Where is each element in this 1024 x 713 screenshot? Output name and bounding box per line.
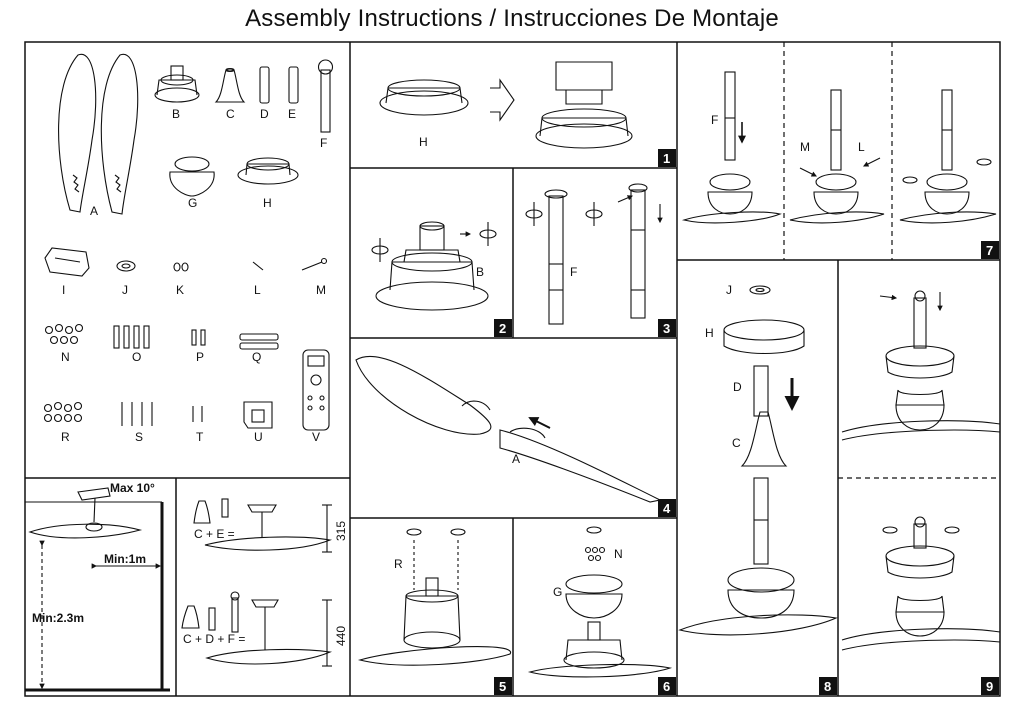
formula-short: C + E = xyxy=(194,527,235,541)
step3-drawing xyxy=(525,183,663,325)
panel-frames xyxy=(24,41,1001,697)
part-label-o: O xyxy=(132,350,141,364)
step6-label-n: N xyxy=(614,547,623,561)
part-label-f: F xyxy=(320,136,327,150)
step7-label-m: M xyxy=(800,140,810,154)
part-label-c: C xyxy=(226,107,235,121)
step-number-4: 4 xyxy=(663,501,671,516)
step-number-9: 9 xyxy=(986,679,993,694)
step-number-1: 1 xyxy=(663,151,670,166)
parts-drawings xyxy=(43,53,334,431)
step4-drawing xyxy=(355,355,662,503)
step1-drawing xyxy=(379,61,633,149)
parts-labels: A B C D E F G H I J K L M N O P Q R S T … xyxy=(61,107,327,444)
step9-drawing xyxy=(841,290,1001,651)
part-label-t: T xyxy=(196,430,204,444)
step2-drawing xyxy=(371,221,497,311)
step7-label-l: L xyxy=(858,140,865,154)
part-label-a: A xyxy=(90,204,98,218)
part-label-k: K xyxy=(176,283,184,297)
part-label-v: V xyxy=(312,430,320,444)
step8-label-d: D xyxy=(733,380,742,394)
part-label-h: H xyxy=(263,196,272,210)
page-title: Assembly Instructions / Instrucciones De… xyxy=(245,5,779,32)
part-label-l: L xyxy=(254,283,261,297)
formula-long: C + D + F = xyxy=(183,632,245,646)
step6-drawing xyxy=(527,526,673,678)
part-label-s: S xyxy=(135,430,143,444)
part-label-j: J xyxy=(122,283,128,297)
step-number-6: 6 xyxy=(663,679,670,694)
install-labels: Max 10° Min:1m Min:2.3m C + E = C + D + … xyxy=(32,481,348,646)
step1-label-h: H xyxy=(419,135,428,149)
part-label-q: Q xyxy=(252,350,261,364)
step-number-5: 5 xyxy=(499,679,506,694)
step8-drawing xyxy=(678,285,838,636)
part-label-p: P xyxy=(196,350,204,364)
part-label-m: M xyxy=(316,283,326,297)
part-label-g: G xyxy=(188,196,197,210)
install-drawing xyxy=(25,487,333,692)
max-angle-label: Max 10° xyxy=(110,481,155,495)
min-height-label: Min:2.3m xyxy=(32,611,84,625)
step8-label-h: H xyxy=(705,326,714,340)
part-label-r: R xyxy=(61,430,70,444)
height-long: 440 xyxy=(334,626,348,646)
step5-label-r: R xyxy=(394,557,403,571)
min-wall-label: Min:1m xyxy=(104,552,146,566)
step7-drawing xyxy=(681,71,997,224)
step8-label-j: J xyxy=(726,283,732,297)
step3-label-f: F xyxy=(570,265,577,279)
step4-label-a: A xyxy=(512,452,520,466)
part-label-b: B xyxy=(172,107,180,121)
step2-label-b: B xyxy=(476,265,484,279)
part-label-n: N xyxy=(61,350,70,364)
step-number-8: 8 xyxy=(824,679,831,694)
step8-label-c: C xyxy=(732,436,741,450)
part-label-u: U xyxy=(254,430,263,444)
part-label-i: I xyxy=(62,283,65,297)
step-number-7: 7 xyxy=(986,243,993,258)
part-label-e: E xyxy=(288,107,296,121)
step6-label-g: G xyxy=(553,585,562,599)
step-number-3: 3 xyxy=(663,321,670,336)
dashed-dividers xyxy=(783,42,1000,479)
step5-drawing xyxy=(357,528,511,666)
step-badges: 1 2 3 4 5 6 7 8 9 xyxy=(494,149,999,695)
step7-label-f: F xyxy=(711,113,718,127)
height-short: 315 xyxy=(334,521,348,541)
step-number-2: 2 xyxy=(499,321,506,336)
part-label-d: D xyxy=(260,107,269,121)
